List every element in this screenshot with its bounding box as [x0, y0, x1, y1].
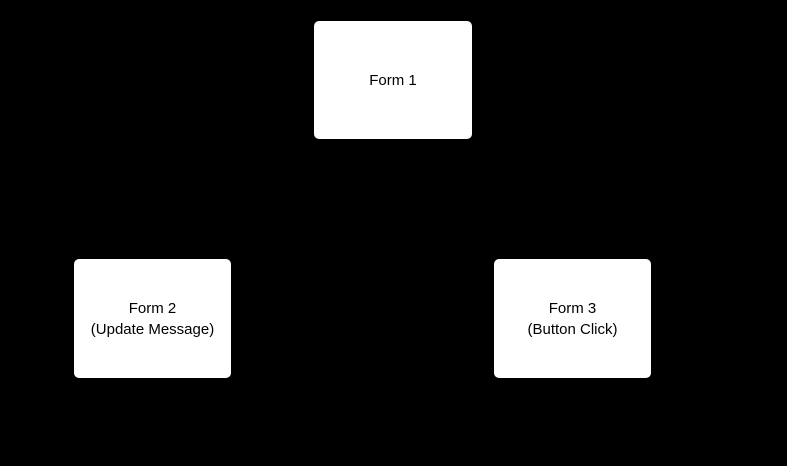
node-form1-label-line1: Form 1 — [369, 71, 417, 89]
edge-form1-to-form2 — [152, 138, 341, 253]
node-form3[interactable]: Form 3 (Button Click) — [494, 259, 651, 378]
node-form2-label-line1: Form 2 — [128, 299, 177, 317]
node-form3-label-line2: (Button Click) — [527, 320, 618, 338]
edge-form1-to-form2-arrowhead — [147, 247, 160, 259]
node-form1[interactable]: Form 1 — [314, 21, 472, 139]
node-form2-label-line2: (Update Message) — [90, 320, 215, 338]
node-form3-label-line1: Form 3 — [548, 299, 597, 317]
node-form2[interactable]: Form 2 (Update Message) — [74, 259, 231, 378]
edge-form1-to-form3 — [445, 138, 574, 253]
edge-form1-to-form3-arrowhead — [566, 247, 579, 259]
